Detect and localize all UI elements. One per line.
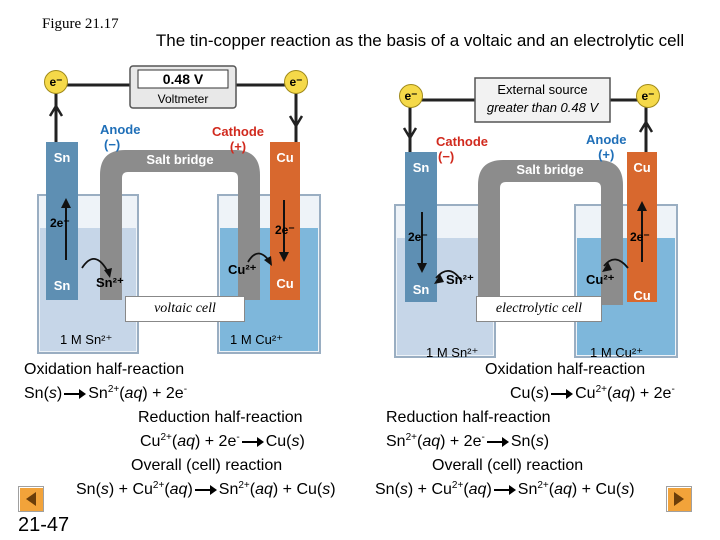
voltaic-caption: voltaic cell — [125, 296, 245, 322]
electrolytic-left-electrons: 2e⁻ — [408, 230, 428, 244]
right-ox-equation: Cu(s) Cu2+(aq) + 2e- — [510, 382, 675, 406]
voltaic-right-electrons: 2e⁻ — [275, 223, 295, 237]
voltaic-right-solution-label: 1 M Cu²⁺ — [230, 332, 284, 347]
electrolytic-right-solution-label: 1 M Cu²⁺ — [590, 345, 644, 360]
right-overall-equation: Sn(s) + Cu2+(aq) Sn2+(aq) + Cu(s) — [375, 478, 635, 502]
left-overall-rhs: Sn2+(aq) + Cu(s) — [218, 480, 336, 499]
nav-back-button[interactable] — [18, 486, 44, 512]
electrolytic-cathode-label: Cathode (−) — [436, 134, 488, 164]
reaction-arrow-icon — [493, 485, 516, 495]
reaction-arrow-icon — [194, 485, 217, 495]
electrolytic-tin-bottom: Sn — [412, 282, 430, 297]
voltmeter-reading: 0.48 V — [162, 71, 204, 87]
nav-forward-icon — [674, 492, 684, 506]
electrolytic-copper-bottom: Cu — [633, 288, 651, 303]
page-title: The tin-copper reaction as the basis of … — [155, 31, 685, 50]
left-ox-heading: Oxidation half-reaction — [24, 361, 185, 378]
right-red-lhs: Sn2+(aq) + 2e- — [386, 432, 485, 451]
electrolytic-left-solution-label: 1 M Sn²⁺ — [426, 345, 479, 360]
external-source-box — [474, 77, 611, 123]
right-overall-rhs: Sn2+(aq) + Cu(s) — [517, 480, 635, 499]
left-overall-equation: Sn(s) + Cu2+(aq) Sn2+(aq) + Cu(s) — [76, 478, 336, 502]
voltaic-tin-electrode — [46, 142, 78, 300]
voltmeter-label: Voltmeter — [157, 92, 209, 106]
reaction-arrow-icon — [64, 389, 87, 399]
electrolytic-copper-ion: Cu²⁺ — [586, 272, 615, 287]
electrolytic-tin-top: Sn — [412, 160, 430, 175]
electrolytic-right-electrons: 2e⁻ — [630, 230, 650, 244]
external-source-label: External source greater than 0.48 V — [475, 81, 610, 117]
left-ox-rhs: Sn2+(aq) + 2e- — [88, 384, 188, 403]
voltaic-anode-label: Anode (−) — [100, 122, 141, 152]
left-overall-heading: Overall (cell) reaction — [131, 457, 283, 474]
voltaic-electron-left: e⁻ — [44, 70, 68, 94]
voltaic-tin-top: Sn — [53, 150, 71, 165]
left-red-lhs: Cu2+(aq) + 2e- — [140, 432, 240, 451]
external-source-line1: External source — [497, 82, 588, 97]
left-red-heading: Reduction half-reaction — [138, 409, 303, 426]
left-overall-lhs: Sn(s) + Cu2+(aq) — [76, 480, 193, 499]
electrolytic-electron-right: e⁻ — [636, 84, 660, 108]
voltaic-tin-bottom: Sn — [53, 278, 71, 293]
electrolytic-copper-top: Cu — [633, 160, 651, 175]
voltaic-salt-bridge — [100, 150, 260, 300]
electrolytic-cell-diagram — [394, 77, 678, 358]
right-overall-heading: Overall (cell) reaction — [432, 457, 584, 474]
electrolytic-electron-left: e⁻ — [399, 84, 423, 108]
right-ox-lhs: Cu(s) — [510, 385, 550, 402]
electrolytic-tin-ion: Sn²⁺ — [446, 272, 474, 287]
electrolytic-salt-bridge — [478, 160, 623, 305]
external-source-line2: greater than 0.48 V — [486, 100, 599, 115]
nav-forward-button[interactable] — [666, 486, 692, 512]
nav-back-icon — [26, 492, 36, 506]
voltaic-left-electrons: 2e⁻ — [50, 216, 70, 230]
voltaic-copper-ion: Cu²⁺ — [228, 262, 257, 277]
voltaic-wire-arrows — [48, 103, 304, 129]
right-red-rhs: Sn(s) — [510, 433, 550, 450]
slide-number: 21-47 — [18, 514, 70, 536]
right-red-equation: Sn2+(aq) + 2e- Sn(s) — [386, 430, 549, 454]
voltaic-cathode-label: Cathode (+) — [212, 124, 264, 154]
voltaic-copper-top: Cu — [276, 150, 294, 165]
voltaic-cell-diagram — [37, 65, 321, 354]
voltaic-left-solution-label: 1 M Sn²⁺ — [60, 332, 113, 347]
reaction-arrow-icon — [486, 437, 509, 447]
electrolytic-anode-label: Anode (+) — [586, 132, 627, 162]
right-overall-lhs: Sn(s) + Cu2+(aq) — [375, 480, 492, 499]
voltaic-right-solution — [220, 228, 318, 351]
voltaic-salt-bridge-label: Salt bridge — [146, 152, 214, 167]
right-red-heading: Reduction half-reaction — [386, 409, 551, 426]
left-red-rhs: Cu(s) — [265, 433, 305, 450]
figure-label: Figure 21.17 — [42, 16, 119, 32]
voltaic-tin-ion: Sn²⁺ — [96, 275, 124, 290]
electrolytic-caption: electrolytic cell — [476, 296, 602, 322]
right-ox-heading: Oxidation half-reaction — [485, 361, 646, 378]
reaction-arrow-icon — [241, 437, 264, 447]
left-ox-equation: Sn(s) Sn2+(aq) + 2e- — [24, 382, 187, 406]
voltaic-copper-bottom: Cu — [276, 276, 294, 291]
electrolytic-salt-bridge-label: Salt bridge — [516, 162, 584, 177]
left-ox-lhs: Sn(s) — [24, 385, 63, 402]
right-ox-rhs: Cu2+(aq) + 2e- — [575, 384, 675, 403]
left-red-equation: Cu2+(aq) + 2e- Cu(s) — [140, 430, 305, 454]
voltmeter-display — [137, 69, 229, 89]
reaction-arrow-icon — [551, 389, 574, 399]
voltaic-electron-right: e⁻ — [284, 70, 308, 94]
